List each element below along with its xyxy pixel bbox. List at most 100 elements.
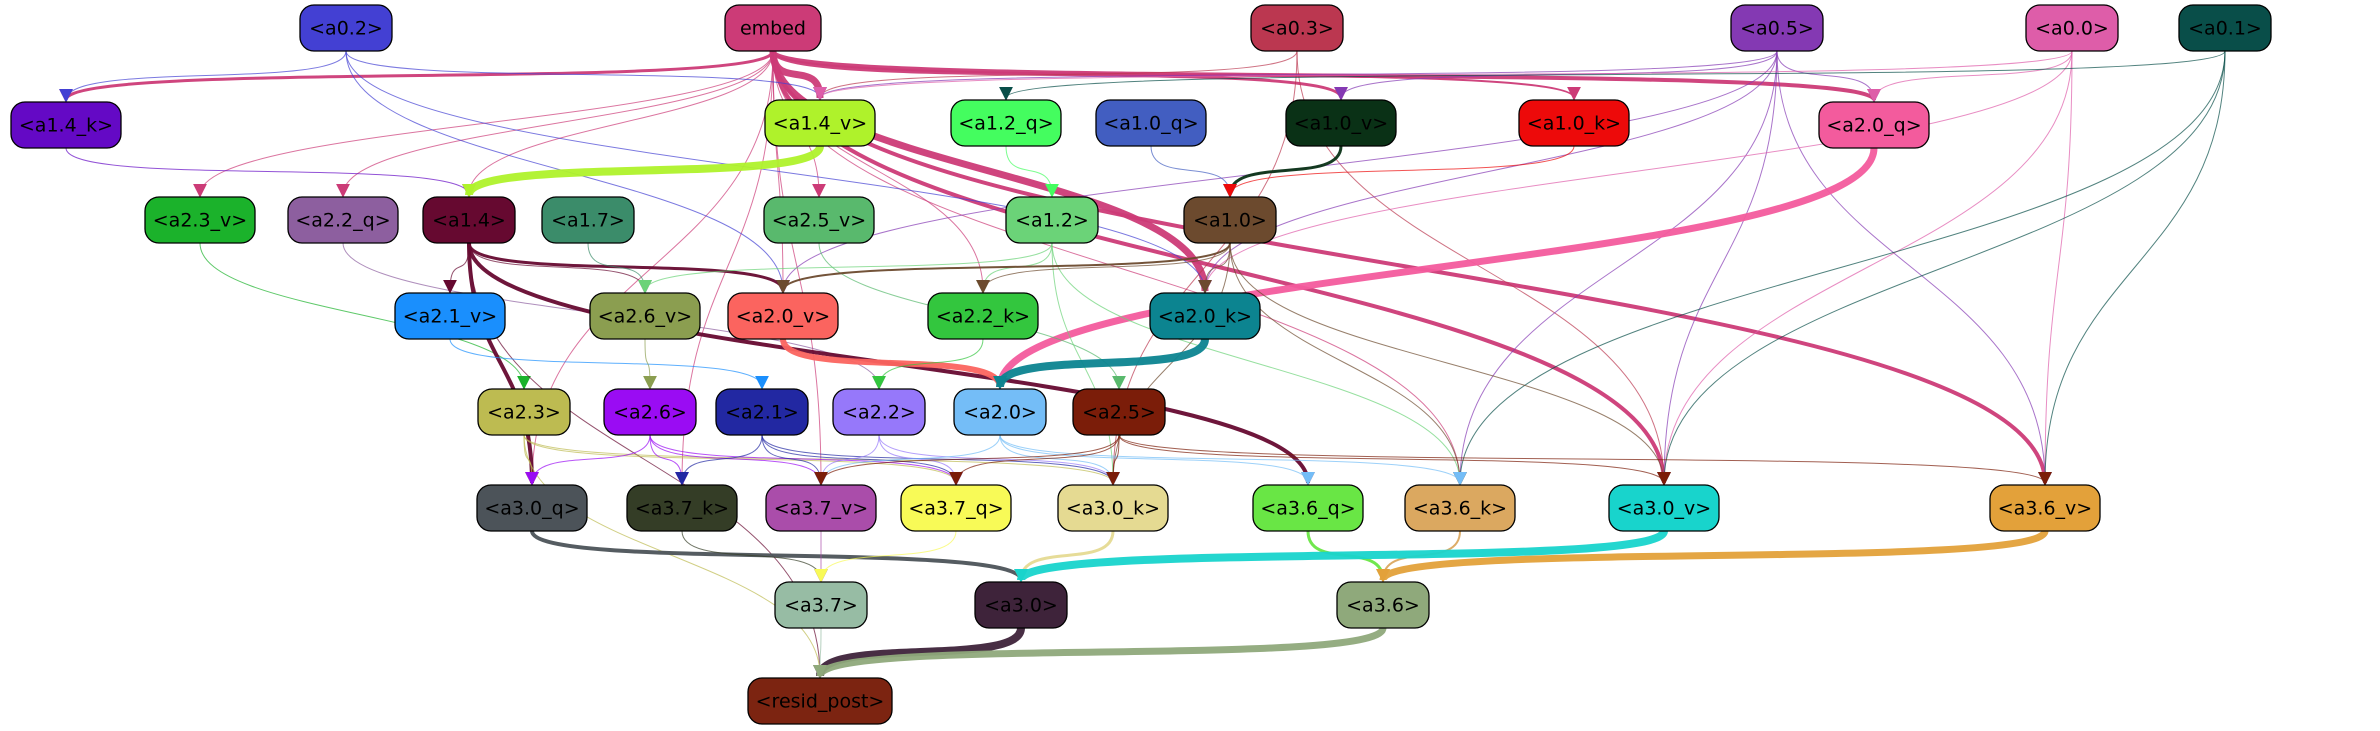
node-a2-2-q[interactable]: <a2.2_q>	[287, 196, 399, 244]
edge-a2_6-to-a3_0_q	[525, 434, 651, 486]
node-label: <a2.0>	[963, 402, 1037, 424]
edge-a0_5-to-a1_4_v	[813, 50, 1778, 101]
node-a2-0-q[interactable]: <a2.0_q>	[1818, 101, 1930, 149]
edge-embed-to-a1_4	[462, 50, 774, 198]
node-a1-0-v[interactable]: <a1.0_v>	[1285, 99, 1397, 147]
edge-a3_0-to-resid_post	[813, 626, 1025, 679]
node-a0-1[interactable]: <a0.1>	[2178, 4, 2272, 52]
edge-a1_4_v-to-a1_4	[462, 144, 824, 198]
edge-a0_5-to-a2_0_k	[1198, 50, 1778, 294]
node-label: <a2.1>	[725, 402, 799, 424]
node-a2-6-v[interactable]: <a2.6_v>	[589, 292, 701, 340]
node-a0-5[interactable]: <a0.5>	[1730, 4, 1824, 52]
node-a2-3[interactable]: <a2.3>	[477, 388, 571, 436]
node-box	[1183, 196, 1277, 244]
edge-a1_0-to-a2_0_v	[776, 242, 1231, 294]
node-a3-0[interactable]: <a3.0>	[974, 581, 1068, 629]
edge-a2_0-to-a3_6_k	[999, 434, 1467, 486]
node-a2-0-v[interactable]: <a2.0_v>	[727, 292, 839, 340]
node-a1-4[interactable]: <a1.4>	[422, 196, 516, 244]
node-box	[2025, 4, 2119, 52]
node-a3-0-v[interactable]: <a3.0_v>	[1608, 484, 1720, 532]
edge-a2_0-to-a3_6_q	[999, 434, 1315, 486]
node-box	[953, 388, 1047, 436]
edge-embed-to-a2_2_q	[336, 50, 774, 198]
edge-a2_1_v-to-a2_1	[449, 338, 769, 390]
edge-a1_2-to-a2_6_v	[638, 242, 1053, 294]
node-box	[603, 388, 697, 436]
edge-a2_5-to-a3_0_v	[1118, 434, 1671, 486]
edge-a1_0-to-a2_0_k	[1198, 242, 1231, 294]
node-a2-2[interactable]: <a2.2>	[832, 388, 926, 436]
edge-a2_1-to-a3_7_q	[761, 434, 963, 486]
node-label: <a2.2_q>	[295, 210, 390, 232]
edge-a0_0-to-a3_6_v	[2038, 50, 2073, 486]
node-a0-0[interactable]: <a0.0>	[2025, 4, 2119, 52]
edge-a0_3-to-a1_4_v	[813, 50, 1298, 101]
node-box	[900, 484, 1012, 532]
node-a2-1-v[interactable]: <a2.1_v>	[394, 292, 506, 340]
node-a3-6-v[interactable]: <a3.6_v>	[1989, 484, 2101, 532]
edge-a1_0_q-to-a1_0	[1150, 145, 1237, 198]
node-a3-7-v[interactable]: <a3.7_v>	[765, 484, 877, 532]
node-a3-7-k[interactable]: <a3.7_k>	[626, 484, 738, 532]
node-box	[1072, 388, 1166, 436]
node-label: <a0.5>	[1740, 18, 1814, 40]
edge-a2_3-to-resid_post	[523, 434, 827, 679]
node-label: <a2.3>	[487, 402, 561, 424]
edge-a1_0-to-a3_0_v	[1229, 242, 1671, 486]
node-a1-0-k[interactable]: <a1.0_k>	[1518, 99, 1630, 147]
node-box	[2178, 4, 2272, 52]
node-a3-0-q[interactable]: <a3.0_q>	[476, 484, 588, 532]
node-a1-4-v[interactable]: <a1.4_v>	[764, 99, 876, 147]
node-a2-2-k[interactable]: <a2.2_k>	[927, 292, 1039, 340]
node-box	[1252, 484, 1364, 532]
node-a2-0[interactable]: <a2.0>	[953, 388, 1047, 436]
node-a2-5-v[interactable]: <a2.5_v>	[763, 196, 875, 244]
node-box	[10, 101, 122, 149]
edge-a0_2-to-a1_4_v	[345, 50, 827, 101]
node-a2-3-v[interactable]: <a2.3_v>	[144, 196, 256, 244]
node-a2-5[interactable]: <a2.5>	[1072, 388, 1166, 436]
node-box	[1730, 4, 1824, 52]
node-a1-0-q[interactable]: <a1.0_q>	[1095, 99, 1207, 147]
node-a2-6[interactable]: <a2.6>	[603, 388, 697, 436]
node-a2-1[interactable]: <a2.1>	[715, 388, 809, 436]
edge-a3_7_q-to-a3_7	[814, 530, 957, 583]
edge-a1_2_q-to-a1_2	[1005, 145, 1059, 198]
node-box	[1285, 99, 1397, 147]
node-a3-6-k[interactable]: <a3.6_k>	[1404, 484, 1516, 532]
node-box	[1250, 4, 1344, 52]
edge-a1_0-to-a2_2_k	[976, 242, 1231, 294]
node-embed[interactable]: embed	[724, 4, 822, 52]
node-box	[589, 292, 701, 340]
node-label: <a3.6_v>	[1998, 498, 2092, 520]
node-a1-2[interactable]: <a1.2>	[1005, 196, 1099, 244]
node-a3-7[interactable]: <a3.7>	[774, 581, 868, 629]
node-a3-6[interactable]: <a3.6>	[1336, 581, 1430, 629]
node-a0-3[interactable]: <a0.3>	[1250, 4, 1344, 52]
edge-a1_0_v-to-a1_0	[1223, 145, 1343, 198]
node-a0-2[interactable]: <a0.2>	[299, 4, 393, 52]
node-label: <a2.2>	[842, 402, 916, 424]
node-box	[765, 484, 877, 532]
node-a3-0-k[interactable]: <a3.0_k>	[1057, 484, 1169, 532]
edge-a0_1-to-a3_6_k	[1453, 50, 2226, 486]
edge-a0_1-to-a3_6_v	[2038, 50, 2226, 486]
node-a2-0-k[interactable]: <a2.0_k>	[1149, 292, 1261, 340]
node-label: <a1.4_k>	[19, 115, 113, 137]
node-a3-6-q[interactable]: <a3.6_q>	[1252, 484, 1364, 532]
node-box	[144, 196, 256, 244]
node-box	[1149, 292, 1261, 340]
node-box	[1608, 484, 1720, 532]
edge-a3_0_k-to-a3_0	[1014, 530, 1115, 583]
node-a1-0[interactable]: <a1.0>	[1183, 196, 1277, 244]
node-a1-4-k[interactable]: <a1.4_k>	[10, 101, 122, 149]
node-a3-7-q[interactable]: <a3.7_q>	[900, 484, 1012, 532]
node-resid-post[interactable]: <resid_post>	[747, 677, 893, 725]
node-a1-2-q[interactable]: <a1.2_q>	[950, 99, 1062, 147]
node-label: <a2.3_v>	[153, 210, 247, 232]
edge-a2_0-to-a3_7_v	[814, 434, 1001, 486]
node-a1-7[interactable]: <a1.7>	[541, 196, 635, 244]
